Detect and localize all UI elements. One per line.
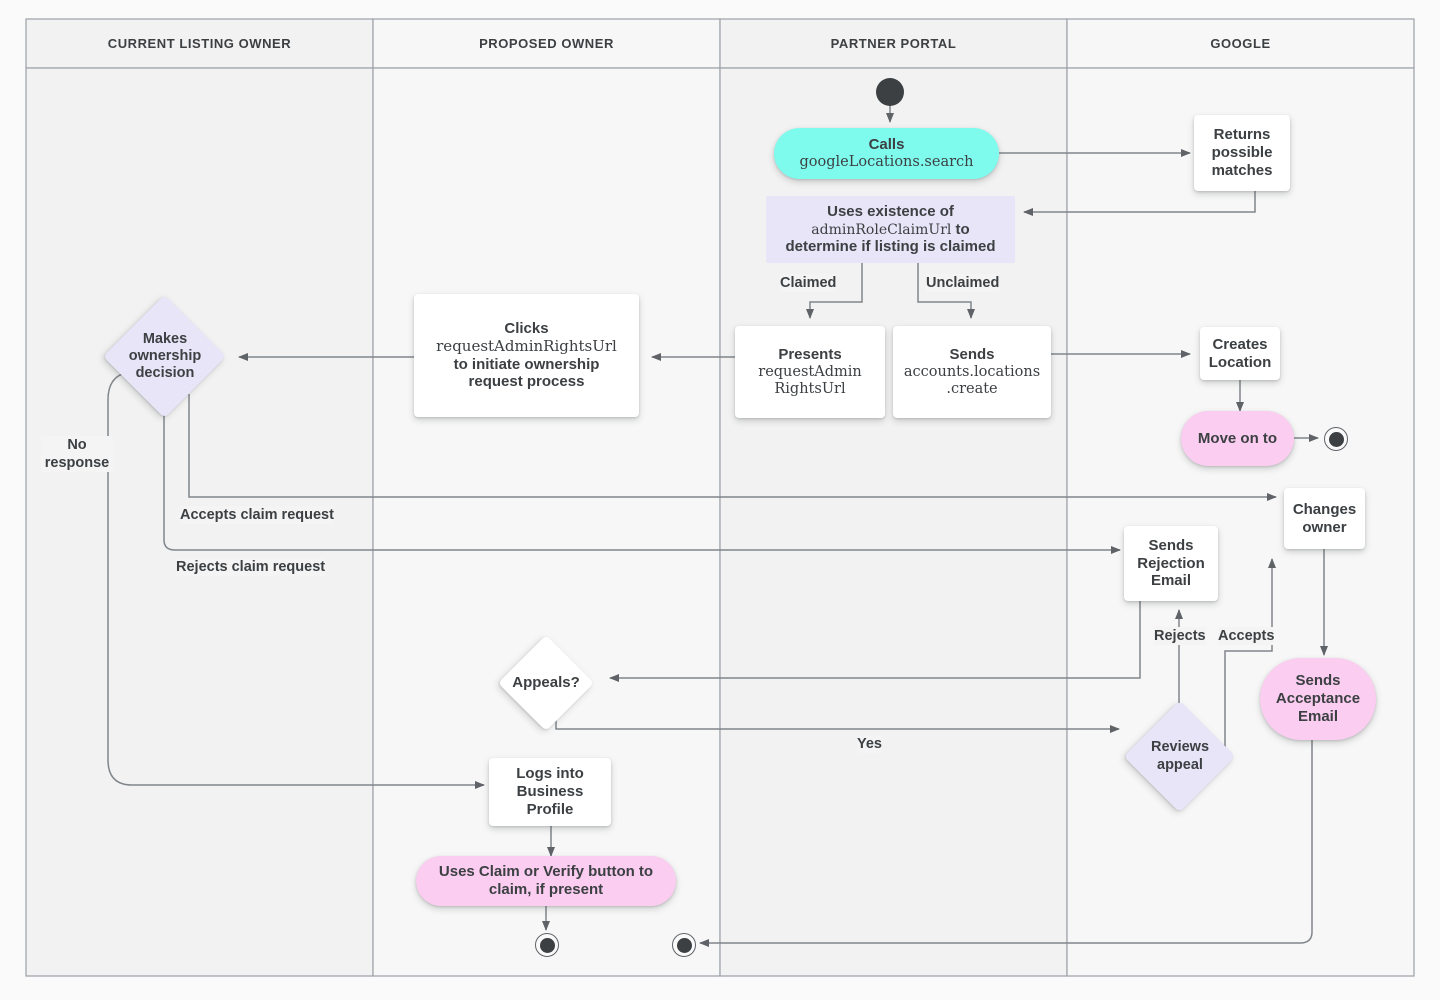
node-line-1: Presents — [778, 346, 842, 364]
lane-header-proposed-owner: PROPOSED OWNER — [373, 19, 720, 68]
lane-header-label: PARTNER PORTAL — [830, 36, 957, 51]
lane-header-label: PROPOSED OWNER — [479, 36, 614, 51]
edge-label-unclaimed: Unclaimed — [926, 274, 1000, 293]
node-calls-google-locations-search[interactable]: Calls googleLocations.search — [774, 128, 999, 179]
lane-header-label: GOOGLE — [1210, 36, 1271, 51]
lane-header-label: CURRENT LISTING OWNER — [107, 36, 292, 51]
edge-label-no-response: No response — [41, 436, 113, 473]
start-node-partner-portal — [876, 78, 904, 106]
node-sends-rejection-email[interactable]: Sends Rejection Email — [1124, 526, 1218, 601]
node-line-2: accounts.locations .create — [903, 363, 1041, 397]
node-reviews-appeal[interactable]: Reviews appeal — [1123, 700, 1236, 813]
edges — [107, 103, 1328, 947]
end-node-google — [1324, 427, 1348, 451]
edge-label-yes: Yes — [857, 735, 882, 754]
end-node-proposed-owner — [535, 933, 559, 957]
node-label: Makes ownership decision — [128, 330, 202, 382]
edge-label-accepts-claim-request: Accepts claim request — [180, 506, 334, 525]
node-returns-possible-matches[interactable]: Returns possible matches — [1194, 115, 1290, 191]
node-changes-owner[interactable]: Changes owner — [1284, 488, 1365, 549]
node-label: Appeals? — [512, 674, 580, 692]
node-line-1: Calls — [868, 136, 905, 154]
node-line-2: requestAdminRightsUrl — [436, 336, 617, 355]
edge-label-claimed: Claimed — [780, 274, 837, 293]
node-appeals-decision[interactable]: Appeals? — [497, 634, 595, 732]
node-logs-into-business-profile[interactable]: Logs into Business Profile — [489, 758, 611, 826]
node-clicks-request-admin-rights-url[interactable]: Clicks requestAdminRightsUrl to initiate… — [414, 294, 639, 417]
node-presents-request-admin-rights-url[interactable]: Presents requestAdmin RightsUrl — [735, 326, 885, 418]
lane-header-current-listing-owner: CURRENT LISTING OWNER — [26, 19, 373, 68]
node-uses-existence-admin-role-claim-url[interactable]: Uses existence of adminRoleClaimUrl to d… — [766, 196, 1015, 263]
node-line-1: Clicks — [504, 320, 549, 338]
lane-header-google: GOOGLE — [1067, 19, 1414, 68]
node-sends-accounts-locations-create[interactable]: Sends accounts.locations .create — [893, 326, 1051, 418]
node-creates-location[interactable]: Creates Location — [1200, 327, 1280, 380]
node-line-2: requestAdmin RightsUrl — [758, 363, 862, 397]
edge-label-accepts: Accepts — [1218, 627, 1275, 646]
node-line-3: to initiate ownership request process — [453, 355, 600, 391]
node-sends-acceptance-email[interactable]: Sends Acceptance Email — [1260, 658, 1376, 740]
node-line-1: Sends — [949, 346, 995, 364]
node-uses-claim-or-verify-button[interactable]: Uses Claim or Verify button to claim, if… — [416, 856, 676, 906]
edge-label-rejects-claim-request: Rejects claim request — [176, 558, 326, 577]
node-line-3: determine if listing is claimed — [785, 238, 996, 256]
node-label: Reviews appeal — [1150, 739, 1210, 773]
end-node-partner-portal — [672, 933, 696, 957]
node-move-on-to[interactable]: Move on to — [1181, 411, 1294, 466]
node-line-1: Uses existence of — [827, 202, 954, 220]
node-line-2: adminRoleClaimUrl to — [811, 220, 970, 238]
node-makes-ownership-decision[interactable]: Makes ownership decision — [102, 294, 227, 419]
edge-label-rejects: Rejects — [1154, 627, 1206, 646]
lane-header-partner-portal: PARTNER PORTAL — [720, 19, 1067, 68]
node-line-2: googleLocations.search — [799, 153, 974, 170]
